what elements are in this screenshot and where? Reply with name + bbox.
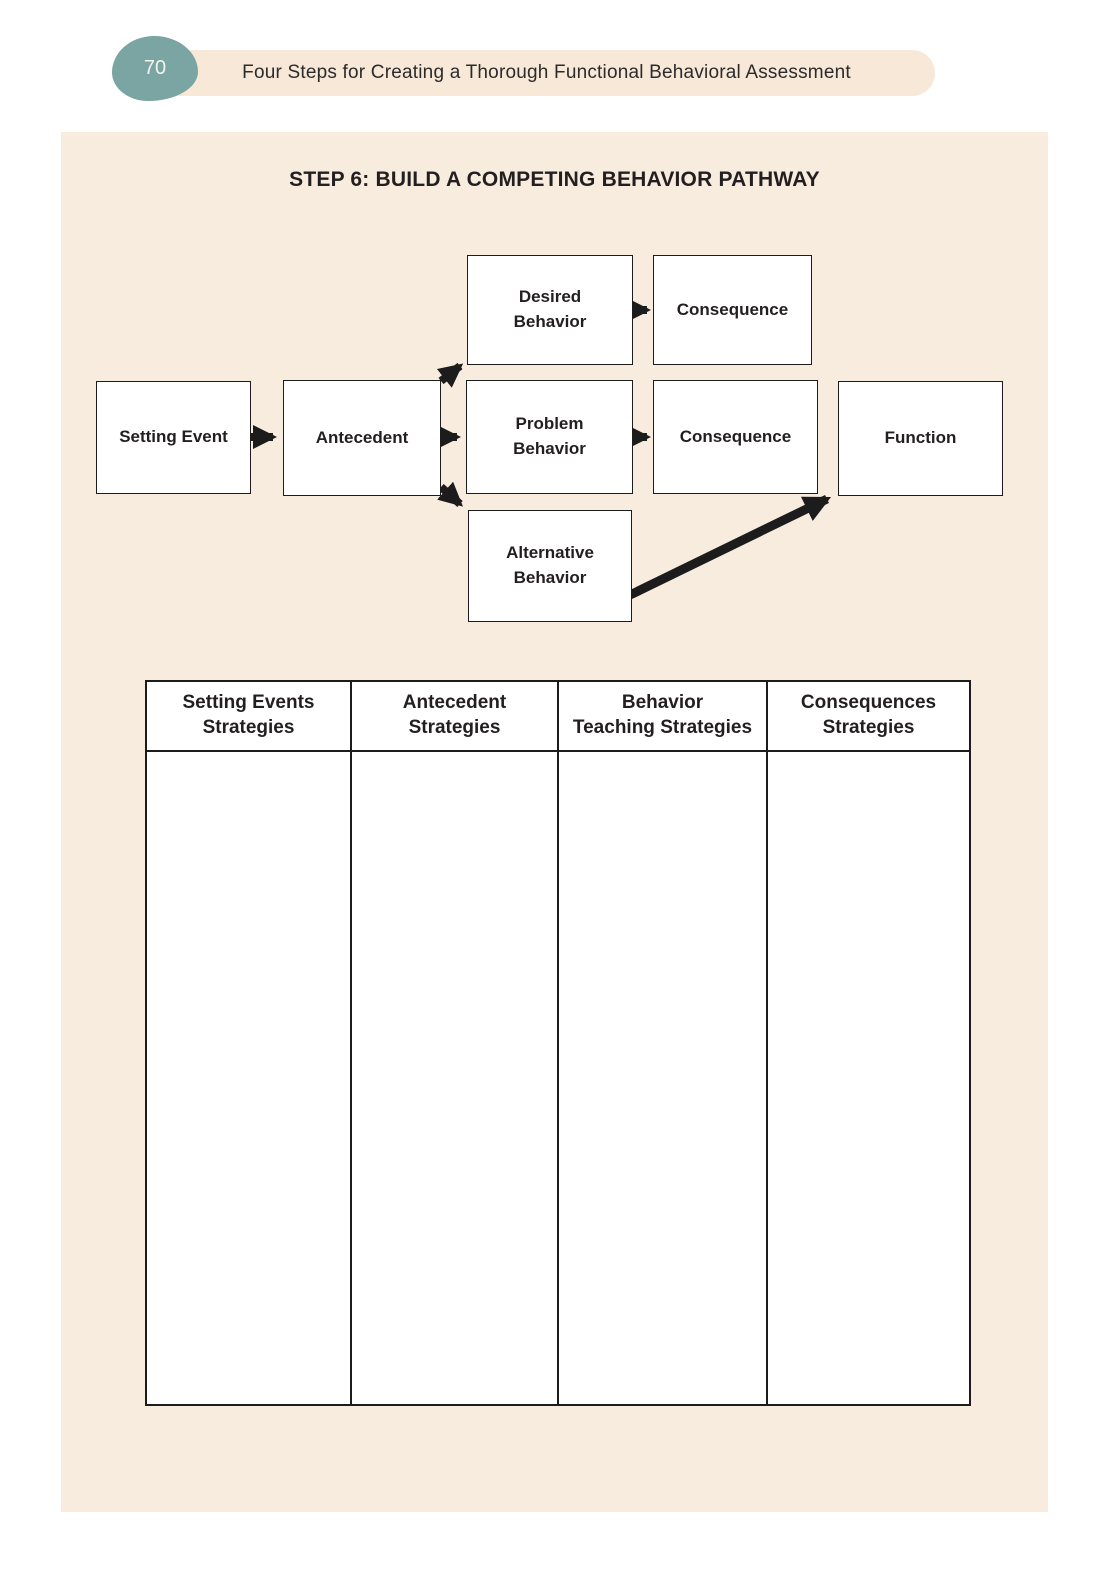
arrow-antecedent-to-alternative [437, 481, 463, 507]
box-consequence-top: Consequence [653, 255, 812, 365]
cell-antecedent [350, 750, 559, 1406]
strategies-body-row [145, 750, 971, 1406]
strategies-header-row: Setting Events Strategies Antecedent Str… [145, 680, 971, 752]
cell-behavior-teaching [557, 750, 768, 1406]
page-header-bar: Four Steps for Creating a Thorough Funct… [158, 50, 935, 96]
section-title: STEP 6: BUILD A COMPETING BEHAVIOR PATHW… [289, 168, 820, 191]
page-number: 70 [143, 57, 167, 79]
box-consequence-middle: Consequence [653, 380, 818, 494]
header-antecedent-strategies: Antecedent Strategies [350, 680, 559, 752]
page-number-badge: 70 [112, 36, 198, 101]
box-function: Function [838, 381, 1003, 496]
header-consequences-strategies: Consequences Strategies [766, 680, 971, 752]
box-desired-behavior: Desired Behavior [467, 255, 633, 365]
box-setting-event: Setting Event [96, 381, 251, 494]
cell-consequences [766, 750, 971, 1406]
arrow-alternative-to-function [628, 494, 832, 600]
header-behavior-teaching-strategies: Behavior Teaching Strategies [557, 680, 768, 752]
strategies-table: Setting Events Strategies Antecedent Str… [145, 680, 971, 1406]
cell-setting-events [145, 750, 352, 1406]
content-panel: STEP 6: BUILD A COMPETING BEHAVIOR PATHW… [61, 132, 1048, 1512]
arrow-antecedent-to-desired [436, 362, 464, 388]
box-antecedent: Antecedent [283, 380, 441, 496]
box-alternative-behavior: Alternative Behavior [468, 510, 632, 622]
header-setting-events-strategies: Setting Events Strategies [145, 680, 352, 752]
running-header-title: Four Steps for Creating a Thorough Funct… [242, 62, 851, 83]
box-problem-behavior: Problem Behavior [466, 380, 633, 494]
